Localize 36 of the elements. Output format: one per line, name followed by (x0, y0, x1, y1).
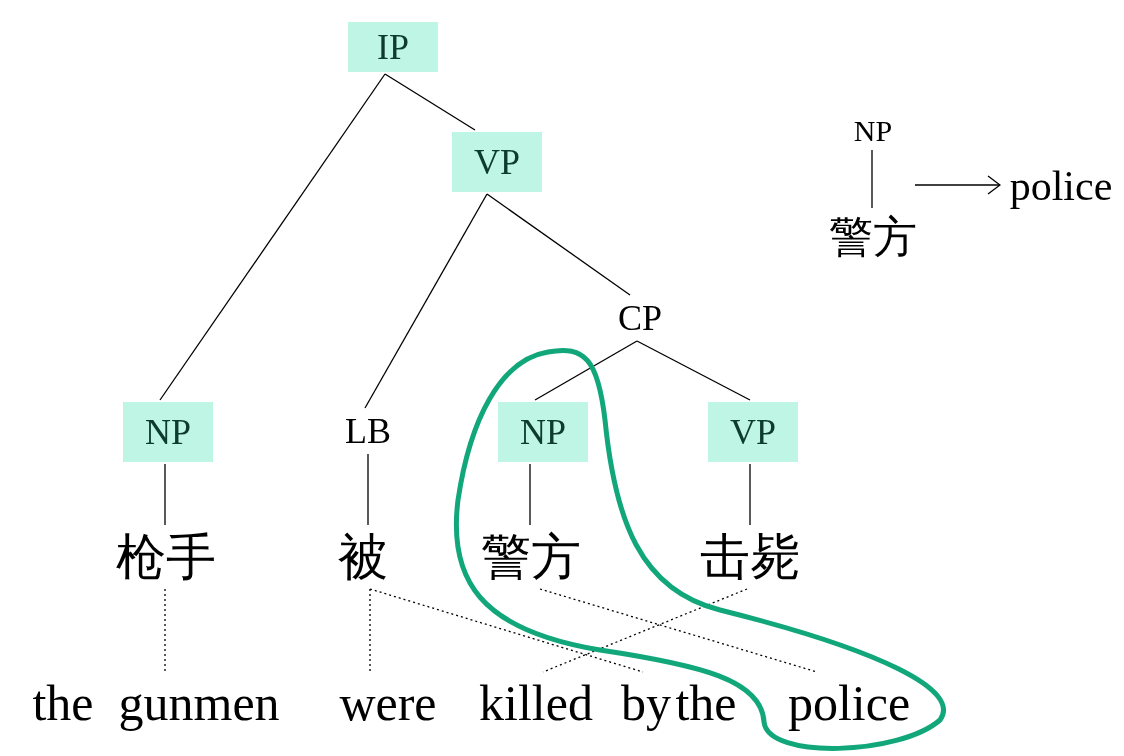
tree-branch (871, 149, 873, 209)
english-word: police (778, 674, 920, 732)
english-word: were (330, 674, 446, 732)
alignment-line (164, 588, 166, 673)
tree-branch (159, 73, 386, 401)
tree-branch (529, 463, 531, 526)
english-word: killed (468, 674, 604, 732)
tree-branch (164, 463, 166, 526)
phrase-label: LB (333, 410, 403, 452)
tree-branch (636, 340, 751, 401)
tree-branch (367, 453, 369, 526)
alignment-line (369, 588, 371, 673)
tree-branch (534, 340, 638, 401)
phrase-label-box: VP (708, 402, 798, 462)
phrase-label-box: IP (348, 22, 438, 72)
english-word: the (672, 674, 740, 732)
alignment-line (369, 588, 644, 673)
phrase-label: NP (846, 114, 900, 148)
phrase-label-box: NP (123, 402, 213, 462)
alignment-line (539, 588, 818, 673)
chinese-word: 警方 (826, 210, 920, 264)
tree-branch (364, 193, 488, 409)
english-phrase: the gunmen (10, 674, 302, 732)
tree-branch (384, 73, 476, 131)
tree-branch (486, 193, 631, 296)
chinese-word: 警方 (476, 527, 586, 587)
phrase-label-box: VP (452, 132, 542, 192)
chinese-word: 击毙 (692, 527, 807, 587)
english-word: police (1000, 162, 1122, 210)
phrase-label-box: NP (498, 402, 588, 462)
chinese-word: 被 (334, 527, 392, 587)
tree-branch (749, 463, 751, 526)
english-word: by (620, 674, 672, 732)
phrase-label: CP (605, 297, 675, 339)
chinese-word: 枪手 (106, 527, 226, 587)
arrow (914, 175, 1001, 195)
